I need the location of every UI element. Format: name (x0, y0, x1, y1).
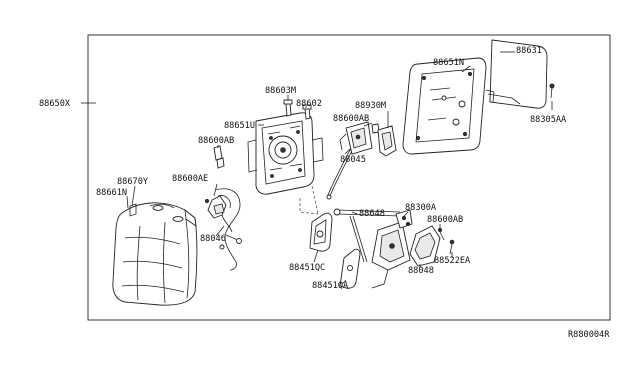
label-88522ea: 88522EA (434, 256, 471, 266)
label-88650x: 88650X (39, 99, 71, 109)
clip-88600ab-left (213, 145, 225, 169)
release-cable (326, 145, 355, 200)
label-88600ab-mid: 88600AB (333, 114, 369, 124)
label-88602: 88602 (296, 99, 322, 109)
label-88600ae: 88600AE (172, 174, 208, 184)
label-88661n: 88661N (96, 188, 127, 198)
label-88046: 88046 (200, 234, 226, 244)
label-88603m: 88603M (265, 86, 296, 96)
label-88631: 88631 (516, 46, 542, 56)
reference-code: R880004R (568, 330, 610, 340)
label-88651u: 88651U (224, 121, 255, 131)
seat-back-board (402, 57, 487, 155)
label-88451qa: 88451QA (312, 281, 349, 291)
label-88600ab-left: 88600AB (198, 136, 234, 146)
dashed-guides (299, 185, 319, 215)
label-88451qc: 88451QC (289, 263, 325, 273)
label-88600ab-right: 88600AB (427, 215, 463, 225)
latch-assembly (339, 121, 380, 155)
bracket-88930m (377, 125, 397, 157)
wire-harness (204, 188, 242, 271)
back-panel-88631 (485, 39, 548, 109)
bracket-88451qa (339, 248, 361, 289)
label-88930m: 88930M (355, 101, 386, 111)
seat-back-cushion (112, 202, 198, 306)
diagram-frame (87, 34, 611, 321)
label-88670y: 88670Y (117, 177, 149, 187)
label-88300a: 88300A (405, 203, 437, 213)
seat-back-frame (247, 112, 324, 195)
bracket-88451qc (309, 212, 333, 252)
recliner-mechanism (333, 208, 413, 289)
label-88305aa: 88305AA (530, 115, 567, 125)
screws-right (405, 221, 455, 255)
label-88045: 88045 (340, 155, 366, 165)
cover-88048 (409, 225, 441, 267)
label-88651n: 88651N (433, 58, 464, 68)
label-88648: 88648 (359, 209, 385, 219)
leader-lines (81, 51, 553, 285)
label-88048: 88048 (408, 266, 434, 276)
screw-88305aa (549, 83, 555, 99)
